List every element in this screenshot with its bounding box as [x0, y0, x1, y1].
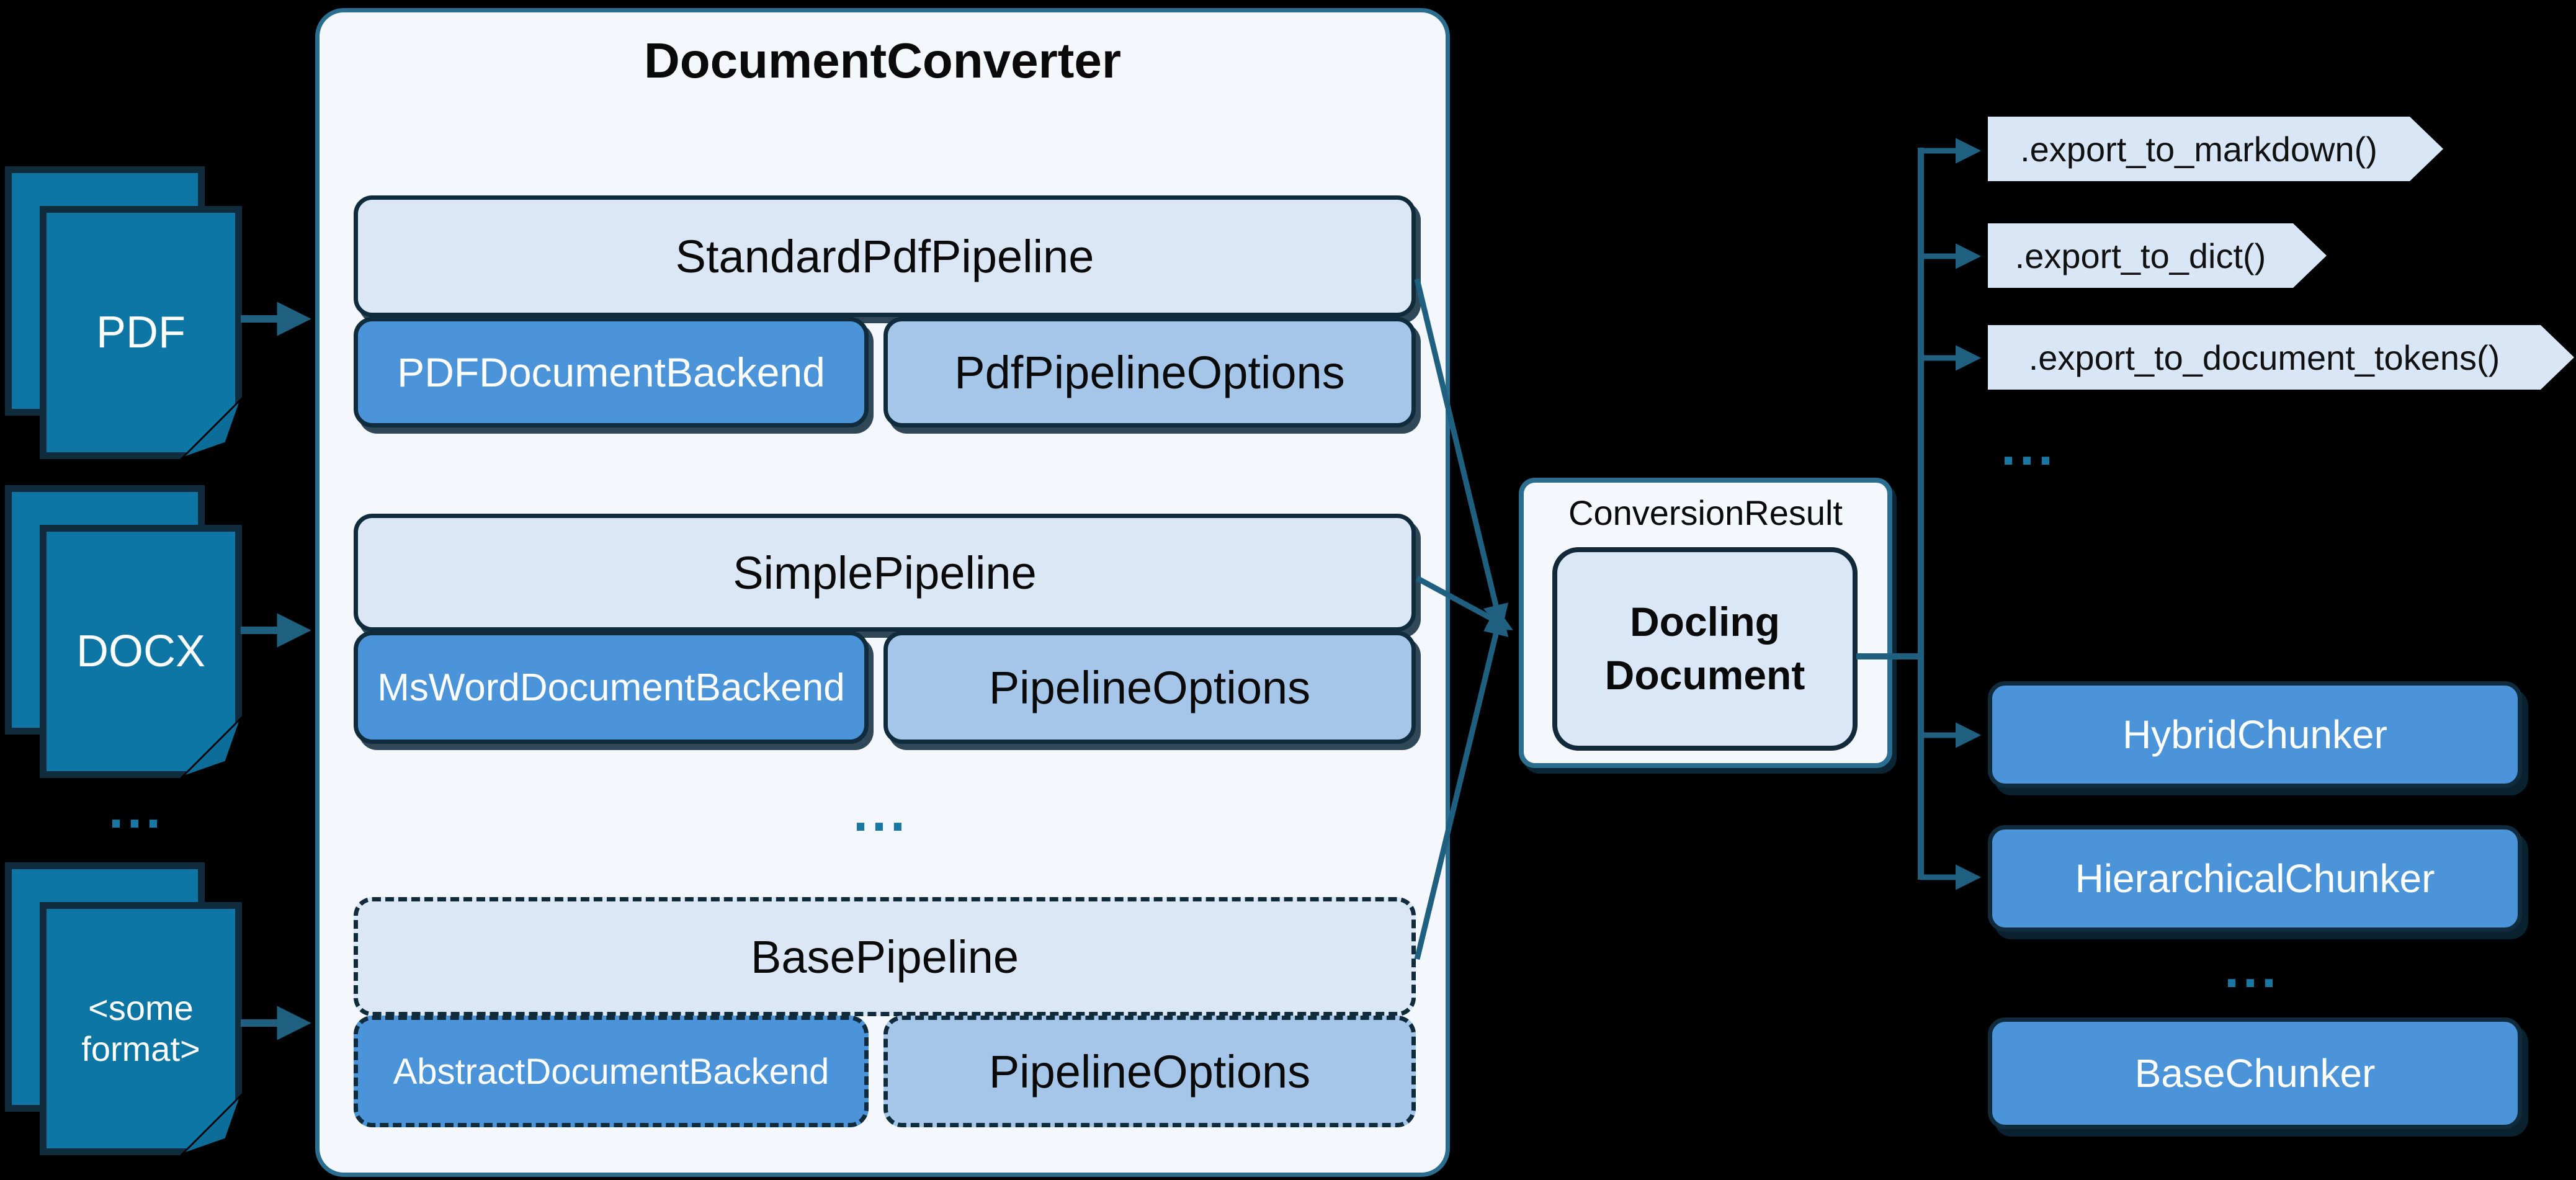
pipeline-name: StandardPdfPipeline [675, 230, 1094, 282]
pdf-input-icon: PDF [5, 166, 247, 459]
base-pipeline-options-box: PipelineOptions [883, 1016, 1416, 1127]
document-front-page-icon: <some format> [40, 902, 242, 1155]
conversion-result-box: ConversionResult Docling Document [1519, 478, 1892, 768]
pipeline-name: SimplePipeline [733, 547, 1037, 599]
options-name: PipelineOptions [988, 1045, 1311, 1097]
chunker-label: HybridChunker [2122, 712, 2387, 757]
some-format-label: <some format> [81, 988, 200, 1068]
hierarchical-chunker-box: HierarchicalChunker [1988, 825, 2522, 932]
options-name: PdfPipelineOptions [954, 346, 1345, 398]
document-front-page-icon: DOCX [40, 525, 242, 778]
pipeline-name: BasePipeline [751, 931, 1019, 983]
backend-name: AbstractDocumentBackend [393, 1051, 830, 1092]
document-front-page-icon: PDF [40, 206, 242, 459]
document-converter-title: DocumentConverter [643, 33, 1122, 88]
backend-name: MsWordDocumentBackend [377, 666, 845, 709]
export-to-dict-tag: .export_to_dict() [1988, 223, 2327, 288]
docling-document-box: Docling Document [1552, 547, 1858, 751]
docling-document-label: Docling Document [1604, 599, 1805, 698]
abstract-document-backend-box: AbstractDocumentBackend [354, 1016, 869, 1127]
chunker-label: HierarchicalChunker [2075, 856, 2435, 901]
export-to-document-tokens-tag: .export_to_document_tokens() [1988, 325, 2574, 390]
export-method-label: .export_to_dict() [2015, 236, 2266, 275]
conversion-result-label: ConversionResult [1568, 493, 1843, 532]
base-chunker-box: BaseChunker [1988, 1017, 2522, 1129]
standard-pdf-pipeline-box: StandardPdfPipeline [354, 195, 1416, 317]
chunkers-ellipsis: ... [2224, 939, 2280, 999]
export-to-markdown-tag: .export_to_markdown() [1988, 117, 2443, 181]
docx-label: DOCX [76, 626, 206, 676]
chunker-label: BaseChunker [2134, 1051, 2376, 1096]
hybrid-chunker-box: HybridChunker [1988, 681, 2522, 788]
converter-ellipsis: ... [853, 783, 909, 843]
docx-input-icon: DOCX [5, 485, 247, 778]
pdf-document-backend-box: PDFDocumentBackend [354, 317, 869, 427]
msword-document-backend-box: MsWordDocumentBackend [354, 631, 869, 744]
options-name: PipelineOptions [988, 661, 1311, 713]
base-pipeline-box: BasePipeline [354, 897, 1416, 1016]
some-format-input-icon: <some format> [5, 862, 247, 1155]
exports-ellipsis: ... [2001, 417, 2057, 476]
export-method-label: .export_to_markdown() [2020, 129, 2377, 169]
pipeline-options-box: PipelineOptions [883, 631, 1416, 744]
export-method-label: .export_to_document_tokens() [2028, 337, 2500, 377]
pdf-label: PDF [96, 307, 186, 357]
simple-pipeline-box: SimplePipeline [354, 514, 1416, 632]
inputs-ellipsis: ... [109, 780, 164, 839]
pdf-pipeline-options-box: PdfPipelineOptions [883, 317, 1416, 427]
backend-name: PDFDocumentBackend [397, 349, 825, 395]
